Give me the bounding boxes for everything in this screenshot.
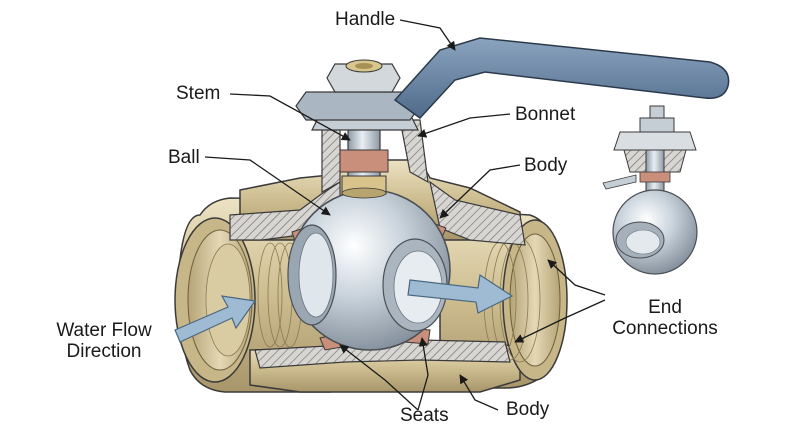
leader-body-top — [439, 164, 521, 219]
label-end-connections: End Connections — [606, 297, 724, 339]
ball — [287, 189, 451, 351]
flow-arrows — [174, 273, 514, 343]
label-water-flow-line2: Direction — [66, 341, 142, 362]
leader-seats-2 — [417, 337, 429, 411]
label-handle: Handle — [335, 9, 396, 30]
leader-lines — [204, 19, 606, 411]
handle — [295, 37, 730, 121]
label-seats: Seats — [400, 405, 449, 426]
label-ball: Ball — [168, 147, 200, 168]
leader-end-connections-1 — [547, 259, 606, 296]
label-water-flow-line1: Water Flow — [56, 320, 152, 341]
label-bonnet: Bonnet — [515, 104, 576, 125]
leader-end-connections-2 — [514, 299, 606, 343]
label-body-top: Body — [524, 155, 568, 176]
leader-body-bottom — [459, 374, 499, 411]
label-water-flow-direction: Water Flow Direction — [42, 320, 166, 362]
leader-ball — [204, 156, 331, 216]
leader-bonnet — [417, 113, 511, 138]
label-stem: Stem — [176, 83, 221, 104]
label-end-connections-line2: Connections — [612, 318, 718, 339]
leader-stem — [229, 93, 351, 141]
label-body-bottom: Body — [506, 399, 550, 420]
leader-handle — [399, 19, 456, 51]
label-end-connections-line1: End — [648, 297, 682, 318]
inset-ball-stem-assembly — [602, 105, 698, 275]
leader-seats-1 — [339, 344, 419, 411]
